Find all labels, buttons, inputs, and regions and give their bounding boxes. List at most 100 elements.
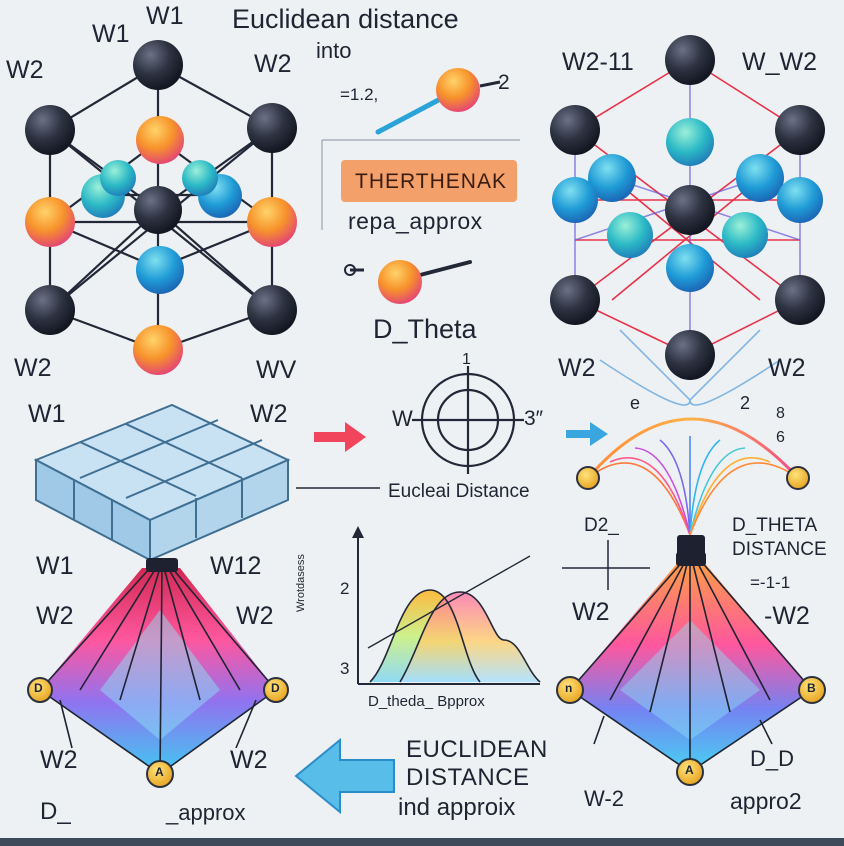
node-dark [775,105,825,155]
eucledian-distance-label: Eucleai Distance [388,481,530,502]
right-arc [576,417,810,557]
w2-label: W2 [40,746,78,774]
top-center-links [321,68,520,304]
w2-label: -W2 [764,602,810,630]
node-teal [100,160,136,196]
node-blue [136,246,184,294]
w2-label: W2 [572,598,610,626]
w2-label: W2 [558,354,596,382]
w2-label: W2 [768,354,806,382]
highlight-box: THERTHENAK [341,160,517,202]
chart-x-label: D_theda_ Bpprox [368,693,485,710]
node-orange [378,260,422,304]
w2-label: W2 [236,602,274,630]
d-d-label: D_D [750,746,795,771]
ind-approix-caption: ind approix [398,794,516,821]
node-b-right: B [807,681,816,695]
node-blue [588,154,636,202]
repa-approx-label: repa_approx [348,208,483,234]
highlight-text: THERTHENAK [355,170,507,193]
distance-right-label: DISTANCE [732,539,827,560]
node-teal [607,212,653,258]
node-orange [247,197,297,247]
node-orange [25,197,75,247]
node-blue [777,177,823,223]
circle-target [412,366,524,474]
six-label: 6 [776,429,785,446]
node-teal [666,118,714,166]
left-slab [33,403,291,562]
into-label: into [316,38,352,63]
d-label: D_ [40,798,71,825]
node-dark [665,35,715,85]
w2-label: W2 [254,50,292,78]
circle-right-label: 3″ [524,407,544,430]
big-left-arrow [294,737,395,815]
node-dark [665,185,715,235]
w2-label: W2 [14,354,52,382]
node-orange [436,68,480,112]
w1-label: W1 [146,2,184,30]
node-d-right: D [271,681,280,695]
w1-label: W1 [36,552,74,580]
node-a-bottom: A [685,763,694,777]
small-crosshair [562,540,650,590]
d2-label: D2_ [584,515,619,536]
w-2-label: W-2 [584,786,624,811]
d-theta-right-label: D_THETA [732,515,818,536]
chart-y-label: Wrotdasess [295,554,307,612]
approx-label: _approx [166,800,246,825]
node-blue [736,154,784,202]
w1-label: W1 [28,400,66,428]
wv-label: WV [256,356,297,384]
node-dark [25,105,75,155]
two-label: 2 [740,393,751,413]
node-blue [552,177,598,223]
chart-tick-top: 2 [340,579,350,598]
node-dark [25,285,75,335]
w2-label: W2 [6,56,44,84]
node-blue [666,244,714,292]
node-dark [665,330,715,380]
w12-label: W12 [210,552,262,580]
w1-label: W1 [92,20,130,48]
distribution-chart [352,526,541,685]
chart-tick-bottom: 3 [340,659,350,678]
node-n-left: n [565,681,573,695]
two-label: 2 [498,71,510,94]
node-orange [133,325,183,375]
circle-w-label: W [392,406,413,431]
circle-top-label: 1 [462,351,471,368]
blue-arrow [566,422,608,446]
node-dark [775,275,825,325]
w-w2-label: W_W2 [742,48,817,76]
red-arrow [314,422,366,452]
node-orange [136,116,184,164]
node-dark [133,40,183,90]
node-dark [247,103,297,153]
right-fan [556,552,826,786]
eq-right-label: =-1-1 [750,573,791,592]
w2-11-label: W2-11 [562,48,634,76]
distance-caption: DISTANCE [406,764,530,791]
node-dark [134,186,182,234]
node-teal [182,160,218,196]
eq-label: =1.2, [340,85,379,104]
node-teal [722,212,768,258]
node-a-bottom: A [155,765,164,779]
euclidean-caption: EUCLIDEAN [406,736,548,763]
w2-label: W2 [36,602,74,630]
node-dark [550,275,600,325]
node-dark [247,285,297,335]
node-dark [550,105,600,155]
left-fan [27,558,289,788]
w2-label: W2 [230,746,268,774]
w2-label: W2 [250,400,288,428]
e-label: e [630,393,641,413]
node-d-left: D [34,681,43,695]
euclidean-distance-title: Euclidean distance [232,4,459,34]
appro2-label: appro2 [730,788,802,814]
eight-label: 8 [776,405,785,422]
d-theta-label: D_Theta [373,314,477,344]
